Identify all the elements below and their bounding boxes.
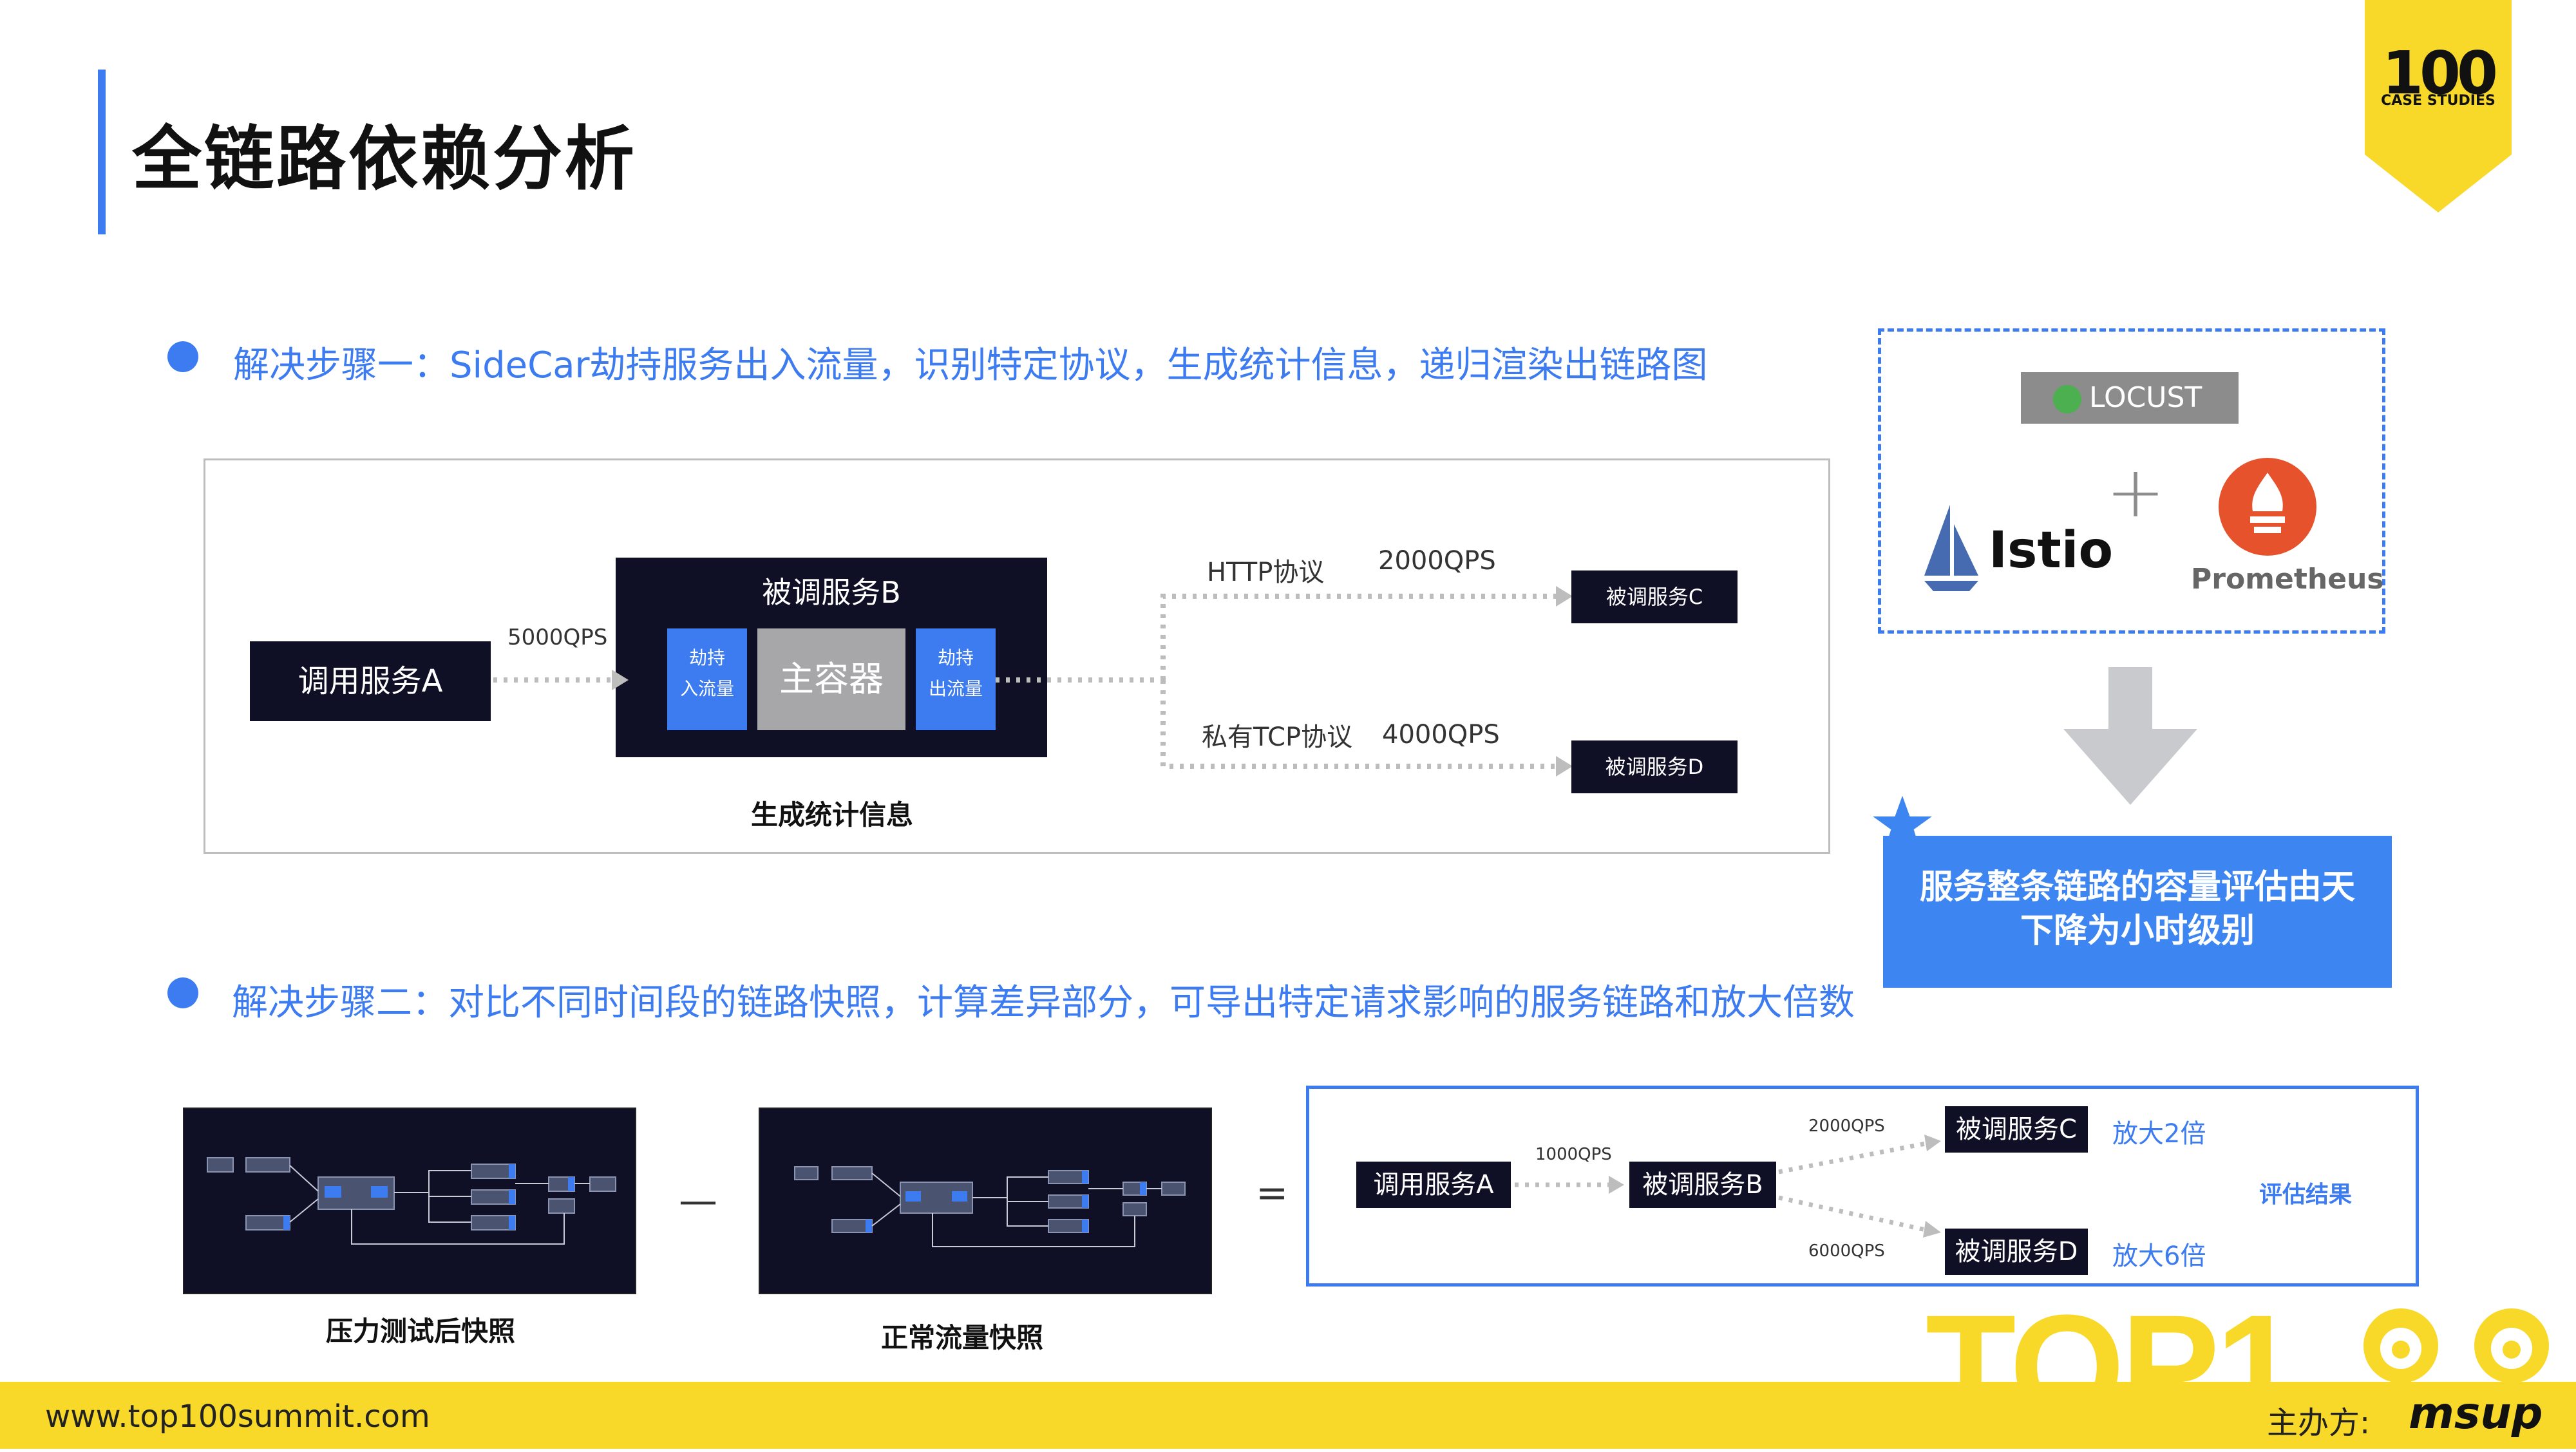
normal-snapshot <box>759 1108 1212 1294</box>
page-title: 全链路依赖分析 <box>132 119 638 200</box>
service-c-box: 被调服务C <box>1571 570 1738 623</box>
normal-snapshot-graph <box>794 1166 1186 1247</box>
istio-sail-icon <box>1924 505 1978 591</box>
http-qps: 2000QPS <box>1378 546 1496 576</box>
stress-snapshot-graph <box>207 1157 616 1245</box>
amplify-d: 放大6倍 <box>2112 1241 2206 1271</box>
stress-snapshot-label: 压力测试后快照 <box>326 1315 516 1347</box>
eval-caller-a: 调用服务A <box>1356 1162 1511 1208</box>
top100-logo: TOP1 <box>1926 1284 2298 1449</box>
amplify-c: 放大2倍 <box>2112 1119 2206 1149</box>
eval-service-d: 被调服务D <box>1945 1229 2088 1275</box>
step2-bullet <box>167 977 198 1008</box>
stress-snapshot <box>183 1108 636 1294</box>
step1-text: 解决步骤一：SideCar劫持服务出入流量，识别特定协议，生成统计信息，递归渲染… <box>233 344 1708 386</box>
eval-service-b: 被调服务B <box>1629 1162 1776 1208</box>
badge-subtitle: CASE STUDIES <box>2381 93 2496 109</box>
eval-qps-c: 2000QPS <box>1808 1117 1885 1136</box>
istio-label: Istio <box>1989 522 2114 580</box>
service-b-title: 被调服务B <box>762 575 901 610</box>
outbound-hijack-box: 劫持 出流量 <box>916 628 996 730</box>
badge-number: 100 <box>2382 39 2498 108</box>
inbound-hijack-box: 劫持 入流量 <box>667 628 747 730</box>
caller-qps: 5000QPS <box>507 625 608 650</box>
minus-sign: — <box>679 1178 717 1223</box>
tools-panel <box>1878 328 2385 634</box>
locust-logo: LOCUST <box>2021 372 2239 424</box>
step1-bullet <box>167 341 198 372</box>
sponsor-label: 主办方: <box>2267 1405 2371 1441</box>
normal-snapshot-label: 正常流量快照 <box>881 1322 1044 1353</box>
result-line2: 下降为小时级别 <box>2020 912 2255 950</box>
prometheus-label: Prometheus <box>2191 563 2384 596</box>
eval-result-label: 评估结果 <box>2259 1182 2353 1208</box>
footer-bar <box>0 1382 2576 1449</box>
main-container-box: 主容器 <box>757 628 905 730</box>
eval-caller-qps: 1000QPS <box>1535 1145 1612 1164</box>
step2-text: 解决步骤二：对比不同时间段的链路快照，计算差异部分，可导出特定请求影响的服务链路… <box>232 982 1855 1024</box>
equals-sign: = <box>1256 1171 1289 1216</box>
step1-diagram-panel <box>204 458 1830 854</box>
plus-sign: + <box>2106 451 2166 533</box>
title-accent-bar <box>98 70 106 234</box>
tcp-label: 私有TCP协议 <box>1202 722 1353 752</box>
result-line1: 服务整条链路的容量评估由天 <box>1919 868 2355 907</box>
msup-logo: msup <box>2409 1388 2543 1439</box>
service-d-box: 被调服务D <box>1571 740 1738 793</box>
evaluation-result-panel <box>1306 1086 2419 1287</box>
footer-url[interactable]: www.top100summit.com <box>45 1399 430 1435</box>
top100-badge <box>2365 0 2512 212</box>
caller-service-a: 调用服务A <box>250 641 491 721</box>
locust-icon <box>2053 385 2081 413</box>
http-label: HTTP协议 <box>1207 558 1325 587</box>
down-arrow <box>2063 667 2197 805</box>
result-box: 服务整条链路的容量评估由天 下降为小时级别 <box>1883 836 2392 988</box>
tcp-qps: 4000QPS <box>1382 720 1500 750</box>
eval-service-c: 被调服务C <box>1945 1106 2088 1153</box>
stats-label: 生成统计信息 <box>751 799 914 831</box>
prometheus-icon <box>2219 458 2316 556</box>
eval-qps-d: 6000QPS <box>1808 1241 1885 1261</box>
top100-eyes-logo <box>2363 1308 2549 1382</box>
